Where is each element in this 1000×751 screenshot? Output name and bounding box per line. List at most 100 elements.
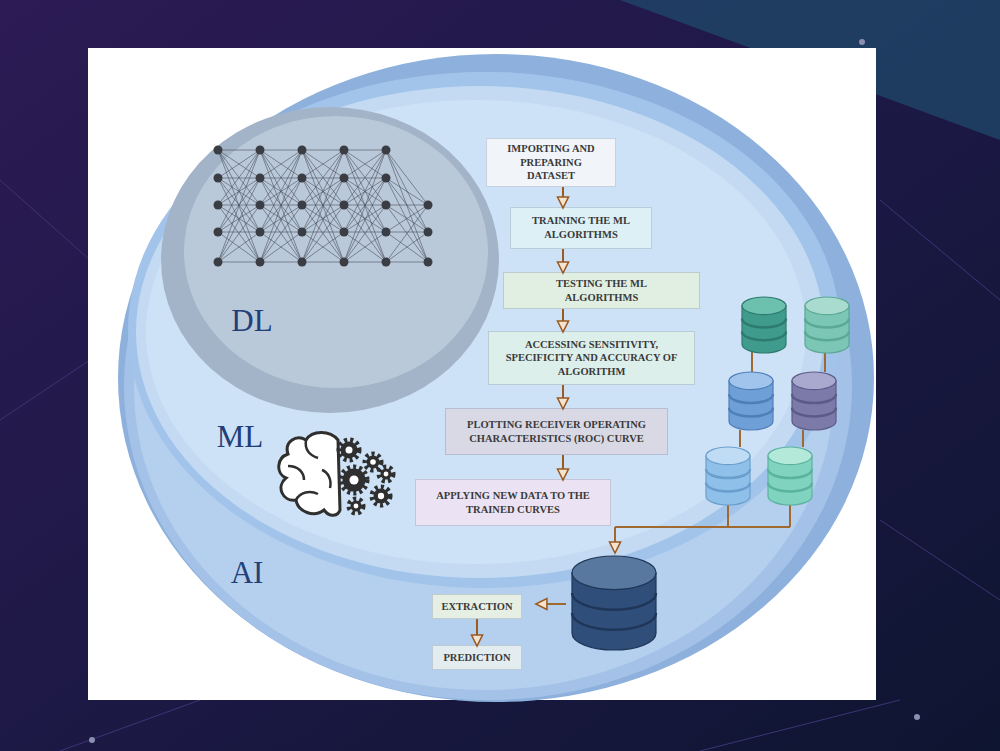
background-dot (859, 39, 865, 45)
network-link (302, 232, 344, 233)
network-link (344, 150, 386, 262)
cylinder-band (768, 469, 812, 491)
network-link (218, 150, 260, 178)
network-link (386, 232, 428, 233)
gear-icon (365, 454, 381, 470)
gear-icon (349, 499, 363, 513)
cylinder-top (742, 297, 786, 315)
gear-icon (372, 487, 390, 505)
gear-icon (339, 440, 359, 460)
network-neuron (340, 174, 349, 183)
network-link (218, 178, 260, 232)
network-link (344, 178, 386, 262)
step-text: PLOTTING RECEIVER OPERATING CHARACTERIST… (458, 418, 655, 445)
network-link (302, 205, 344, 232)
network-link (218, 150, 260, 262)
network-link (218, 178, 260, 205)
cylinder-body (729, 381, 773, 430)
flow-arrow (476, 619, 478, 645)
network-link (386, 205, 428, 262)
gear-body (343, 469, 366, 492)
network-link (302, 178, 344, 205)
network-link (218, 178, 260, 205)
network-neuron (298, 146, 307, 155)
region-label: AI (231, 555, 264, 591)
network-link (218, 232, 260, 262)
ellipse-ring (124, 72, 852, 700)
ellipse-ring (136, 86, 824, 578)
network-neuron (214, 201, 223, 210)
network-link (260, 205, 302, 232)
network-link (302, 178, 344, 262)
network-link (260, 262, 302, 263)
network-link (260, 205, 302, 262)
step-text: ACCESSING SENSITIVITY, SPECIFICITY AND A… (503, 338, 680, 379)
gear-teeth (339, 440, 359, 460)
network-neuron (424, 201, 433, 210)
network-link (260, 150, 302, 178)
network-link (302, 232, 344, 262)
network-link (260, 150, 302, 262)
step-text: PREDICTION (443, 651, 510, 665)
network-neuron (214, 174, 223, 183)
network-link (218, 150, 260, 232)
database-wire (615, 352, 825, 550)
network-link (218, 262, 260, 263)
network-link (344, 178, 386, 262)
network-link (386, 150, 428, 232)
network-link (218, 205, 260, 232)
network-link (260, 150, 302, 151)
network-link (344, 205, 386, 262)
gear-teeth (365, 454, 381, 470)
network-link (344, 150, 386, 205)
network-neuron (298, 201, 307, 210)
network-neuron (298, 228, 307, 237)
network-link (344, 232, 386, 262)
region-label: ML (217, 419, 264, 455)
database-cylinder (729, 372, 773, 430)
network-link (218, 205, 260, 206)
database-cylinder (805, 297, 849, 353)
gear-icon (379, 467, 393, 481)
network-neuron (214, 228, 223, 237)
database-cylinder (768, 447, 812, 505)
network-link (344, 178, 386, 205)
background-dot (89, 737, 95, 743)
network-link (386, 178, 428, 262)
ellipse-ring (184, 116, 488, 388)
network-link (218, 150, 260, 205)
network-link (260, 205, 302, 262)
network-neuron (382, 201, 391, 210)
gear-body (351, 501, 362, 512)
cylinder-body (768, 456, 812, 505)
network-link (260, 150, 302, 178)
network-neuron (298, 258, 307, 267)
network-link (260, 232, 302, 233)
network-link (302, 150, 344, 262)
cylinder-body (572, 573, 656, 650)
network-link (386, 232, 428, 262)
network-link (260, 150, 302, 205)
network-neuron (256, 174, 265, 183)
network-link (344, 178, 386, 232)
gear-hole (349, 475, 358, 484)
network-link (302, 150, 344, 262)
network-neuron (298, 174, 307, 183)
network-neuron (256, 201, 265, 210)
cylinder-body (706, 456, 750, 505)
gear-hole (354, 504, 359, 509)
extraction-arrow (537, 603, 566, 605)
network-link (302, 150, 344, 232)
network-neuron (340, 228, 349, 237)
gear-hole (346, 447, 353, 454)
cylinder-top (706, 447, 750, 465)
cylinder-top (572, 556, 656, 590)
network-neuron (382, 228, 391, 237)
network-link (260, 178, 302, 179)
network-link (344, 178, 386, 179)
ml-ellipse: MLDLIMPORTING AND PREPARING DATASETTRAIN… (126, 70, 842, 590)
network-link (260, 232, 302, 262)
brain-icon (279, 433, 393, 516)
database-cylinder (572, 556, 656, 650)
